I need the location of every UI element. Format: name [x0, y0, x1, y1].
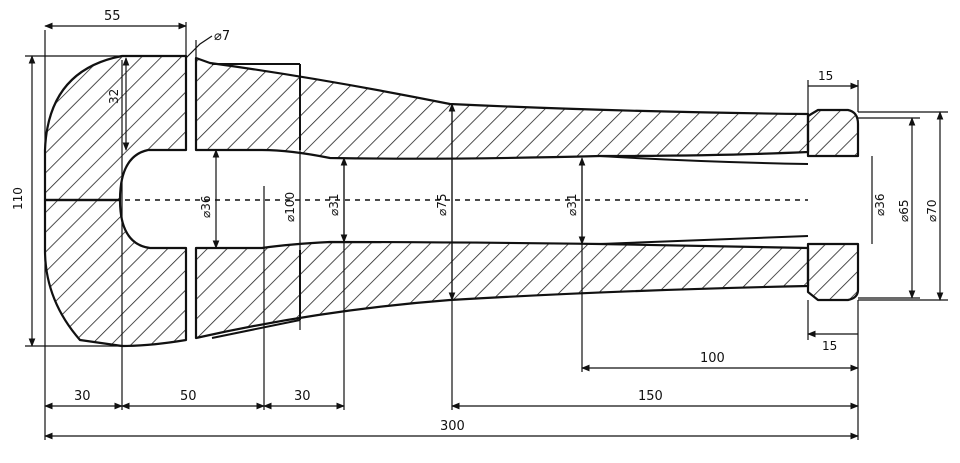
dim-seg-3: 30 [294, 389, 311, 404]
dim-bore-head: ⌀36 [199, 196, 213, 219]
dim-groove-bottom: 15 [822, 339, 837, 353]
dim-bore-right: ⌀31 [565, 194, 579, 217]
dim-head-length: 55 [104, 9, 121, 24]
dim-neck-diameter: ⌀100 [283, 192, 297, 222]
dim-groove-diameter: ⌀7 [214, 29, 230, 44]
dim-groove-depth: 32 [107, 89, 121, 104]
dim-end-bore: ⌀36 [873, 194, 887, 217]
dim-head-height: 110 [11, 187, 25, 210]
part-section [43, 54, 860, 348]
head-lower-section [43, 198, 188, 348]
dim-bore-mid: ⌀31 [327, 194, 341, 217]
dim-mid-shaft: ⌀75 [435, 194, 449, 217]
shaft-upper-section [194, 56, 810, 160]
dim-seg-1: 30 [74, 389, 91, 404]
end-upper-section [806, 108, 860, 158]
dim-end-65: ⌀65 [897, 200, 911, 223]
dim-total: 300 [440, 419, 465, 434]
shaft-lower-section [194, 240, 810, 340]
dim-end-70: ⌀70 [925, 200, 939, 223]
dim-bore-span: 100 [700, 351, 725, 366]
dim-groove-top: 15 [818, 69, 833, 83]
end-lower-section [806, 242, 860, 302]
dim-seg-2: 50 [180, 389, 197, 404]
dim-right-span: 150 [638, 389, 663, 404]
dimension-labels: 55 ⌀7 32 110 ⌀36 ⌀100 ⌀31 ⌀75 ⌀31 ⌀36 ⌀6… [11, 9, 939, 434]
head-upper-section [43, 54, 188, 202]
dimension-lines [25, 22, 948, 440]
